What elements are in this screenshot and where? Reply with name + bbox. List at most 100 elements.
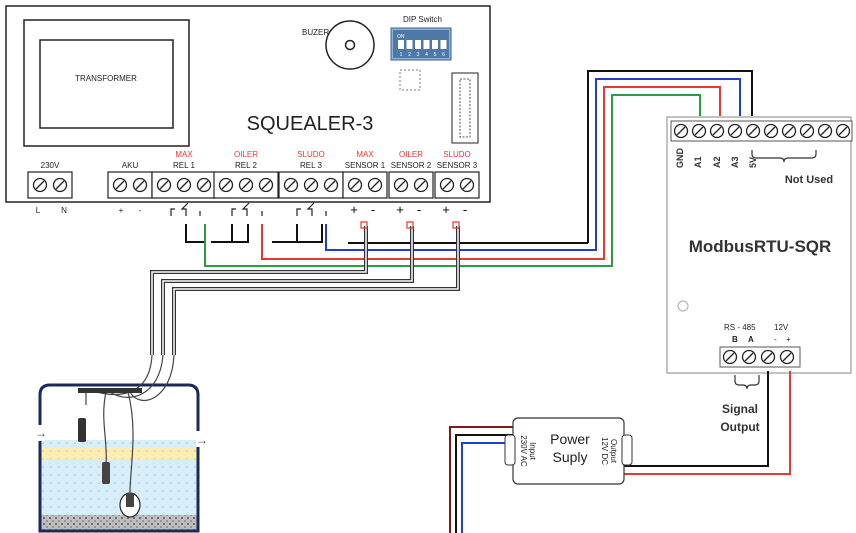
module-screw[interactable] [781, 123, 797, 139]
terminal-screw[interactable] [132, 177, 148, 193]
psu-output-2: 12V DC [600, 437, 609, 465]
terminal-screw[interactable] [393, 177, 409, 193]
module-screw[interactable] [691, 123, 707, 139]
power-supply: Power Suply Input 230V AC Output 12V DC [504, 417, 633, 485]
terminal-screw[interactable] [413, 177, 429, 193]
module-screw[interactable] [709, 123, 725, 139]
module-pin-label: A1 [693, 156, 703, 168]
transformer: TRANSFORMER [23, 19, 190, 147]
aku-plus-label: + [119, 206, 124, 215]
terminal-bottom-label: 230V [41, 161, 60, 170]
max-float [78, 418, 86, 442]
terminal-l-label: L [36, 206, 41, 215]
module-screw[interactable] [673, 123, 689, 139]
module-top-terminals [670, 120, 853, 142]
module-screw[interactable] [799, 123, 815, 139]
black-wire [587, 70, 753, 243]
rs485-label: RS - 485 [724, 323, 756, 332]
sensor2-plus-label: + [396, 202, 404, 217]
dip-key[interactable] [432, 40, 438, 49]
oiler-float [102, 462, 110, 484]
sensor-cables [150, 221, 460, 355]
terminal-top-label: MAX [356, 150, 374, 159]
not-used-label: Not Used [785, 174, 833, 186]
terminal-screw[interactable] [156, 177, 172, 193]
terminal-screw[interactable] [459, 177, 475, 193]
pin-header [451, 72, 479, 144]
terminal-bottom-label: SENSOR 3 [437, 161, 478, 170]
aku-minus-label: - [139, 206, 142, 215]
dip-key[interactable] [415, 40, 421, 49]
dip-key[interactable] [423, 40, 430, 49]
signal-wires [204, 70, 753, 267]
module-screw[interactable] [763, 123, 779, 139]
terminal-screw[interactable] [176, 177, 192, 193]
terminal-top-label: SLUDO [297, 150, 325, 159]
terminal-blocks [27, 171, 480, 199]
psu-input-2: 230V AC [519, 435, 528, 467]
terminal-screw[interactable] [283, 177, 299, 193]
terminal-screw[interactable] [52, 177, 68, 193]
module-pin-label: GND [675, 148, 685, 169]
module-bottom-screw[interactable] [779, 349, 795, 365]
svg-text:→: → [35, 426, 47, 440]
module-screw[interactable] [835, 123, 851, 139]
svg-text:→: → [196, 433, 208, 447]
signal-output-label-1: Signal [722, 402, 758, 416]
terminal-screw[interactable] [32, 177, 48, 193]
sensor1-plus-label: + [350, 202, 358, 217]
terminal-screw[interactable] [196, 177, 212, 193]
dip-key[interactable] [398, 40, 404, 49]
plus-label: + [786, 335, 791, 344]
terminal-bottom-label: REL 3 [300, 161, 322, 170]
dip-number: 5 [434, 52, 437, 58]
controller-name: SQUEALER-3 [247, 113, 374, 135]
buzzer: BUZER [302, 20, 375, 70]
ic-chip [399, 69, 421, 91]
b-label: B [732, 335, 738, 344]
module-bottom-terminals [719, 346, 801, 368]
signal-output-label-2: Output [720, 420, 759, 434]
module-screw[interactable] [727, 123, 743, 139]
psu-title-1: Power [550, 431, 590, 447]
minus-label: - [774, 335, 777, 344]
module-screw[interactable] [817, 123, 833, 139]
input-wire-blue [461, 442, 514, 533]
terminal-top-label: SLUDO [443, 150, 471, 159]
terminal-bottom-label: AKU [122, 161, 139, 170]
terminal-screw[interactable] [347, 177, 363, 193]
terminal-screw[interactable] [238, 177, 254, 193]
psu-neg-wire [624, 371, 769, 467]
dip-key[interactable] [406, 40, 413, 49]
module-bottom-screw[interactable] [760, 349, 776, 365]
separator-tank: → → [32, 354, 208, 533]
psu-output-1: Output [609, 439, 618, 464]
module-screw[interactable] [745, 123, 761, 139]
terminal-screw[interactable] [303, 177, 319, 193]
terminal-screw[interactable] [323, 177, 339, 193]
module-bottom-screw[interactable] [722, 349, 738, 365]
terminal-top-label: OILER [234, 150, 258, 159]
dip-key[interactable] [440, 40, 447, 49]
terminal-screw[interactable] [112, 177, 128, 193]
dip-number: 1 [400, 52, 403, 58]
relay-contacts [170, 202, 327, 216]
terminal-screw[interactable] [439, 177, 455, 193]
terminal-screw[interactable] [258, 177, 274, 193]
terminal-n-label: N [61, 206, 67, 215]
terminal-screw[interactable] [218, 177, 234, 193]
dip-number: 4 [425, 52, 428, 58]
module-pin-label: A2 [712, 156, 722, 168]
module-pin-label: A3 [730, 156, 740, 168]
module-bottom-screw[interactable] [741, 349, 757, 365]
terminal-screw[interactable] [367, 177, 383, 193]
psu-pos-wire [624, 371, 791, 475]
terminal-bottom-label: REL 1 [173, 161, 195, 170]
blue-wire [325, 78, 741, 251]
green-wire [204, 94, 701, 267]
